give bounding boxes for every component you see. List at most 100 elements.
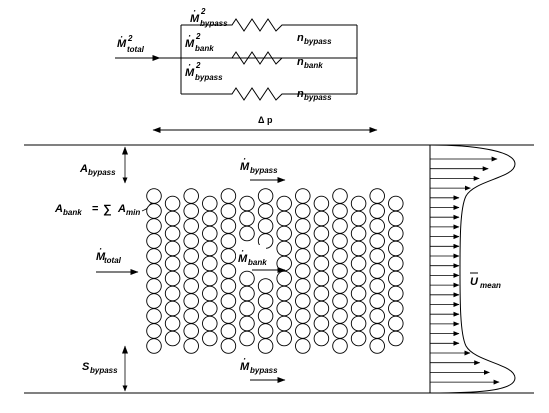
- tube: [183, 233, 199, 249]
- bank-flow-symbol: M: [238, 253, 248, 265]
- tube: [146, 263, 162, 279]
- tube: [388, 300, 404, 317]
- tube: [239, 300, 255, 317]
- tube: [313, 285, 330, 302]
- tube: [313, 225, 330, 242]
- tube: [388, 315, 404, 332]
- velocity-profile-symbol: U: [470, 276, 479, 288]
- tube: [220, 203, 237, 219]
- branch1-flow-symbol: M: [190, 13, 200, 25]
- bank-area-label: A bank = ∑ A min: [54, 202, 140, 217]
- bypass-flow-top-label: M · bypass: [240, 154, 278, 175]
- tube: [295, 263, 311, 279]
- bypass-resistor-top: [181, 18, 357, 32]
- tube: [257, 278, 274, 294]
- bypass-area-label: A bypass: [79, 163, 116, 177]
- tube: [202, 225, 218, 242]
- inlet-flow-symbol: M: [96, 251, 106, 263]
- tube: [369, 248, 385, 264]
- velocity-profile-subscript: mean: [480, 281, 501, 290]
- tube: [239, 270, 255, 287]
- branch2-flow-symbol: M: [185, 38, 195, 50]
- tube: [220, 308, 237, 324]
- tube: [164, 255, 181, 272]
- tube: [183, 203, 199, 219]
- tube: [369, 233, 385, 249]
- tube: [146, 233, 162, 249]
- tube: [183, 218, 199, 234]
- inlet-symbol: M: [117, 38, 127, 50]
- resistance-network: M · 2 total M · 2 bypass n bypass M · 2 …: [115, 6, 358, 102]
- tube: [257, 308, 274, 324]
- tube: [369, 338, 385, 354]
- tube: [146, 338, 162, 354]
- bank-flow-dot: ·: [241, 246, 244, 256]
- velocity-profile-arrows: [430, 156, 500, 385]
- branch3-flow-dot: ·: [188, 60, 191, 70]
- tube: [313, 330, 330, 347]
- tube: [257, 218, 274, 234]
- tube: [164, 195, 181, 212]
- tube: [332, 323, 348, 339]
- branch2-flow-subscript: bank: [195, 44, 214, 53]
- bypass-flow-bottom-subscript: bypass: [250, 366, 278, 375]
- tube: [164, 330, 181, 347]
- tube: [350, 210, 367, 227]
- tube: [350, 270, 367, 287]
- inlet-flow-subscript: total: [104, 256, 122, 265]
- inlet-dot: ·: [120, 32, 123, 42]
- branch3-flow-symbol: M: [185, 67, 195, 79]
- tube: [350, 285, 367, 302]
- network-inlet-label: M · 2 total: [117, 32, 145, 54]
- tube: [257, 338, 274, 354]
- bypass-flow-bottom-label: M · bypass: [240, 354, 278, 375]
- tube: [350, 225, 367, 242]
- tube: [276, 195, 292, 212]
- tube-bank: [146, 188, 404, 354]
- tube: [313, 240, 330, 257]
- tube: [164, 225, 181, 242]
- tube: [220, 278, 237, 294]
- velocity-profile-curve: [429, 144, 516, 394]
- tube: [239, 195, 255, 212]
- branch1-flow-dot: ·: [193, 6, 196, 16]
- tube: [239, 330, 255, 347]
- bypass-spacing-symbol: S: [82, 361, 90, 373]
- tube: [257, 188, 274, 204]
- bank-area-sum: ∑: [103, 202, 112, 216]
- tube: [332, 218, 348, 234]
- tube: [276, 255, 292, 272]
- branch1-count-symbol: n: [297, 32, 304, 44]
- tube: [183, 293, 199, 309]
- tube: [313, 210, 330, 227]
- tube: [164, 210, 181, 227]
- tube: [276, 285, 292, 302]
- tube: [332, 278, 348, 294]
- tube: [350, 255, 367, 272]
- branch3-flow-superscript: 2: [195, 61, 201, 70]
- bank-area-rhs-symbol: A: [117, 203, 126, 215]
- tube: [183, 248, 199, 264]
- tube: [276, 315, 292, 332]
- tube: [295, 233, 311, 249]
- tube: [220, 248, 237, 264]
- tube: [332, 203, 348, 219]
- tube: [388, 255, 404, 272]
- branch1-flow-superscript: 2: [200, 7, 206, 16]
- tube: [295, 248, 311, 264]
- tube: [295, 338, 311, 354]
- tube: [350, 240, 367, 257]
- bypass-area-subscript: bypass: [88, 168, 116, 177]
- tube: [164, 240, 181, 257]
- inlet-superscript: 2: [127, 34, 133, 43]
- bank-area-lhs-symbol: A: [54, 203, 63, 215]
- tube: [369, 263, 385, 279]
- tube: [295, 203, 311, 219]
- tube: [183, 308, 199, 324]
- tube: [202, 315, 218, 332]
- tube: [350, 195, 367, 212]
- tube: [239, 315, 255, 332]
- bank-resistor: [231, 51, 283, 65]
- tube: [350, 300, 367, 317]
- tube: [350, 315, 367, 332]
